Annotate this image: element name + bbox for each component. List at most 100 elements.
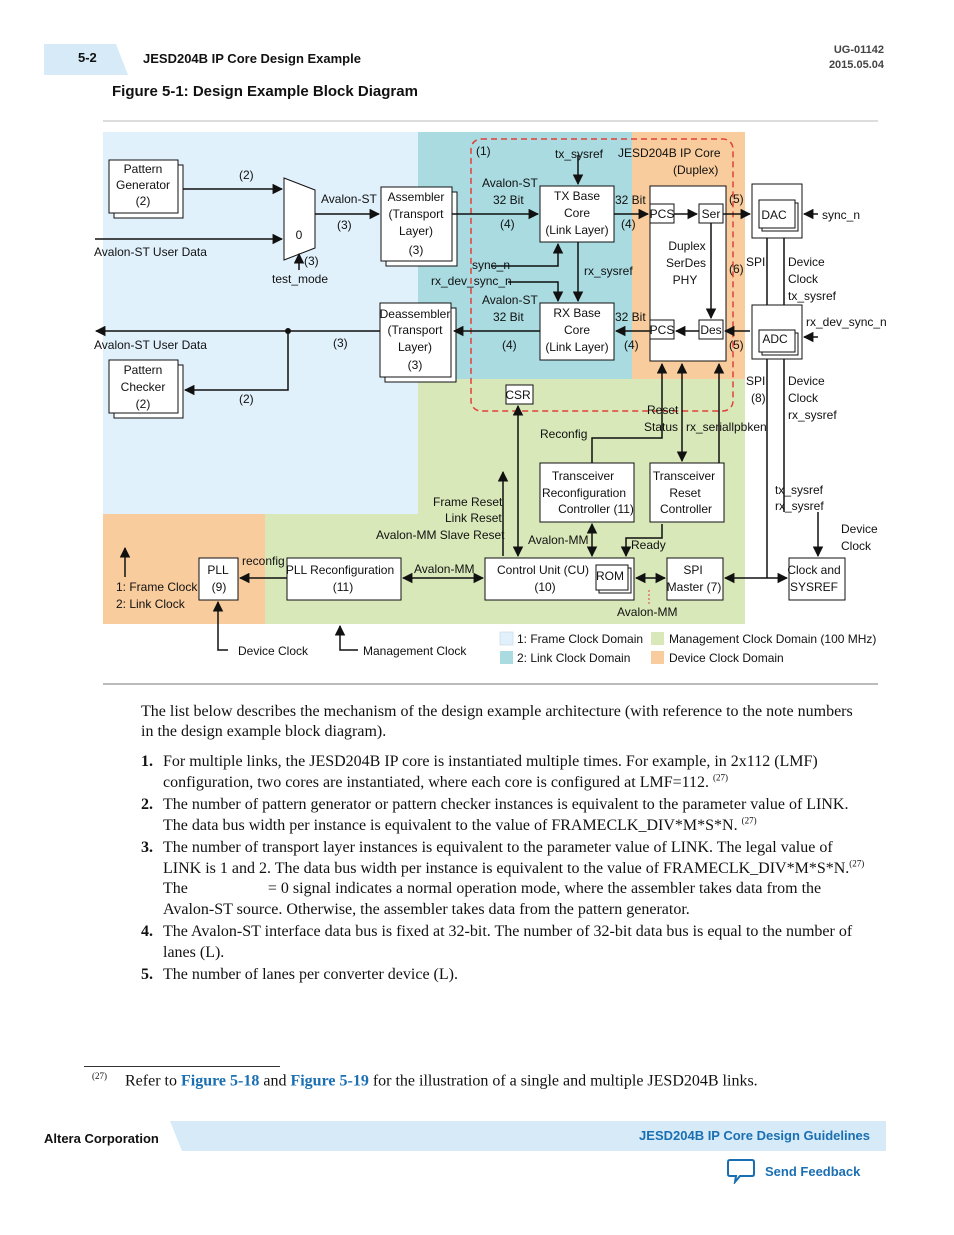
send-feedback-link[interactable]: Send Feedback xyxy=(727,1158,860,1184)
company-name: Altera Corporation xyxy=(44,1131,159,1146)
intro-paragraph: The list below describes the mechanism o… xyxy=(141,703,853,740)
figure-title: Figure 5-1: Design Example Block Diagram xyxy=(112,83,418,100)
clock-domain-legend: 1: Frame Clock Domain 2: Link Clock Doma… xyxy=(499,631,876,665)
svg-text:2: Link Clock: 2: Link Clock xyxy=(116,597,186,611)
pll-reconfiguration-block: PLL Reconfiguration (11) xyxy=(286,557,402,601)
svg-text:1: Frame Clock: 1: Frame Clock xyxy=(116,580,198,594)
page-number: 5-2 xyxy=(78,50,97,65)
svg-text:(3): (3) xyxy=(409,243,424,257)
svg-text:Master (7): Master (7) xyxy=(667,580,722,594)
svg-text:Pattern: Pattern xyxy=(124,363,163,377)
svg-text:Ser: Ser xyxy=(702,207,721,221)
svg-text:Avalon-ST: Avalon-ST xyxy=(321,192,377,206)
figure-5-18-link[interactable]: Figure 5-18 xyxy=(180,1072,260,1090)
svg-text:(9): (9) xyxy=(212,580,227,594)
svg-text:Reconfiguration: Reconfiguration xyxy=(542,486,626,500)
svg-text:reconfig: reconfig xyxy=(242,554,285,568)
svg-text:1: Frame Clock Domain: 1: Frame Clock Domain xyxy=(517,632,643,646)
transceiver-reset-controller: Transceiver Reset Controller xyxy=(649,462,725,523)
svg-text:rx_seriallpbken: rx_seriallpbken xyxy=(686,420,767,434)
block-diagram: Pattern Generator (2) Pattern Checker (2… xyxy=(94,120,887,685)
svg-text:(Transport: (Transport xyxy=(388,323,444,337)
note-ref: (27) xyxy=(741,815,757,826)
svg-text:Core: Core xyxy=(564,323,590,337)
note-item: 5.The number of lanes per converter devi… xyxy=(141,965,873,986)
spi-master-block: SPI Master (7) xyxy=(666,557,724,601)
svg-text:Avalon-ST: Avalon-ST xyxy=(482,293,538,307)
svg-text:Controller (11): Controller (11) xyxy=(558,502,634,516)
note-number: 4. xyxy=(141,923,153,940)
clock-and-sysref-block: Clock and SYSREF xyxy=(787,557,846,601)
svg-text:Des: Des xyxy=(700,323,721,337)
svg-text:tx_sysref: tx_sysref xyxy=(788,289,837,303)
svg-text:32 Bit: 32 Bit xyxy=(615,310,646,324)
svg-text:Clock and: Clock and xyxy=(787,563,840,577)
svg-text:(6): (6) xyxy=(729,262,744,276)
footer-band xyxy=(170,1121,886,1151)
ip-core-outline xyxy=(470,138,734,412)
svg-text:Avalon-ST User Data: Avalon-ST User Data xyxy=(94,245,207,259)
svg-text:RX Base: RX Base xyxy=(553,306,601,320)
svg-text:Frame Reset: Frame Reset xyxy=(433,495,503,509)
deassembler-block: Deassembler (Transport Layer) (3) xyxy=(379,302,457,383)
svg-text:(3): (3) xyxy=(337,218,352,232)
svg-text:Device: Device xyxy=(841,522,878,536)
svg-text:(4): (4) xyxy=(621,217,636,231)
note-text: The number of pattern generator or patte… xyxy=(163,796,849,834)
doc-date: 2015.05.04 xyxy=(828,59,884,71)
footnote-text: Refer to xyxy=(125,1072,177,1090)
note-text: The number of lanes per converter device… xyxy=(163,966,458,983)
svg-text:(Link Layer): (Link Layer) xyxy=(545,340,608,354)
svg-text:Transceiver: Transceiver xyxy=(552,469,614,483)
figure-5-19-link[interactable]: Figure 5-19 xyxy=(290,1072,369,1090)
svg-text:SPI: SPI xyxy=(683,563,702,577)
svg-text:(4): (4) xyxy=(500,217,515,231)
feedback-icon xyxy=(727,1159,755,1184)
svg-text:Avalon-ST: Avalon-ST xyxy=(482,176,538,190)
svg-text:Core: Core xyxy=(564,206,590,220)
svg-text:tx_sysref: tx_sysref xyxy=(555,147,604,161)
footnote-text: for the illustration of a single and mul… xyxy=(372,1072,758,1090)
svg-text:Device: Device xyxy=(788,374,825,388)
svg-text:rx_sysref: rx_sysref xyxy=(788,408,837,422)
svg-text:DAC: DAC xyxy=(761,208,787,222)
svg-text:Device: Device xyxy=(788,255,825,269)
svg-text:32 Bit: 32 Bit xyxy=(615,193,646,207)
svg-text:SPI: SPI xyxy=(746,255,765,269)
svg-text:(2): (2) xyxy=(239,168,254,182)
note-text: The number of transport layer instances … xyxy=(163,839,850,877)
section-title: JESD204B IP Core Design Example xyxy=(143,51,361,66)
page-tab xyxy=(44,44,128,75)
svg-text:tx_sysref: tx_sysref xyxy=(775,483,824,497)
dac-block: DAC xyxy=(751,183,803,239)
svg-text:Generator: Generator xyxy=(116,178,170,192)
note-item: 1.For multiple links, the JESD204B IP co… xyxy=(141,752,873,793)
svg-text:Reconfig: Reconfig xyxy=(540,427,587,441)
svg-text:SPI: SPI xyxy=(746,374,765,388)
note-text: = 0 signal indicates a normal operation … xyxy=(163,880,822,918)
svg-text:(Transport: (Transport xyxy=(389,207,445,221)
svg-text:(3): (3) xyxy=(408,358,423,372)
svg-text:Controller: Controller xyxy=(660,502,712,516)
svg-text:(3): (3) xyxy=(333,336,348,350)
svg-text:rx_dev_sync_n: rx_dev_sync_n xyxy=(806,315,887,329)
note-text: The Avalon-ST interface data bus is fixe… xyxy=(163,923,853,961)
note-number: 1. xyxy=(141,753,153,770)
svg-text:Avalon-MM: Avalon-MM xyxy=(617,605,677,619)
svg-text:CSR: CSR xyxy=(505,388,531,402)
svg-text:(11): (11) xyxy=(333,580,353,594)
svg-text:SYSREF: SYSREF xyxy=(790,580,838,594)
assembler-block: Assembler (Transport Layer) (3) xyxy=(380,186,458,267)
svg-text:rx_sysref: rx_sysref xyxy=(775,499,824,513)
svg-text:32 Bit: 32 Bit xyxy=(493,310,524,324)
svg-text:Clock: Clock xyxy=(788,272,819,286)
svg-text:TX Base: TX Base xyxy=(554,189,600,203)
connections xyxy=(94,155,824,651)
svg-text:test_mode: test_mode xyxy=(272,272,328,286)
svg-text:rx_dev_sync_n: rx_dev_sync_n xyxy=(431,274,512,288)
doc-number: UG-01142 xyxy=(833,44,884,56)
svg-text:PLL Reconfiguration: PLL Reconfiguration xyxy=(286,563,394,577)
svg-text:Reset: Reset xyxy=(669,486,701,500)
svg-text:SerDes: SerDes xyxy=(666,256,706,270)
svg-text:ADC: ADC xyxy=(762,332,788,346)
